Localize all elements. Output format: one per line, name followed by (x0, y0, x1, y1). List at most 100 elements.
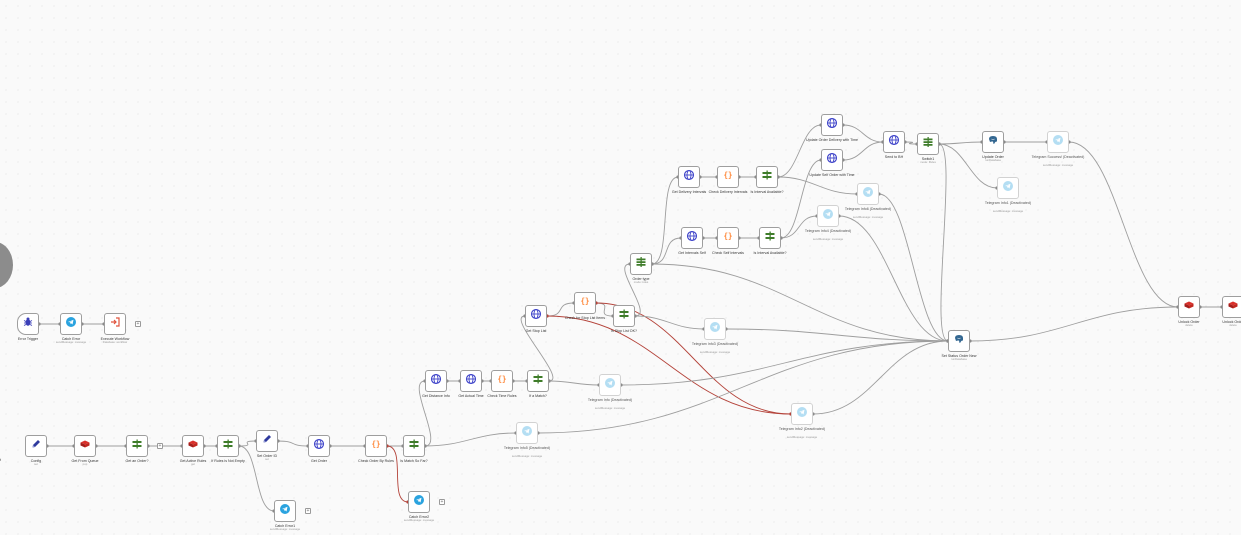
http-icon (430, 372, 442, 390)
connection-line (548, 380, 600, 386)
node-label: Telegram Info2 (Deactivated) (778, 427, 826, 431)
node-subtitle: sendMessage: message (992, 208, 1024, 213)
node-label: Unlock Order (1178, 320, 1200, 324)
http-icon (530, 307, 542, 325)
node-label: Telegram Info4 (Deactivated) (804, 229, 852, 233)
switch-node-button[interactable] (917, 133, 939, 155)
switch-node-button[interactable] (630, 253, 652, 275)
connection-line (277, 440, 309, 447)
if-node-button[interactable] (217, 435, 239, 457)
node-subtitle: sendMessage: message (699, 349, 731, 354)
telegram-icon (521, 424, 533, 442)
if-node-button[interactable] (759, 227, 781, 249)
db-node-button[interactable] (982, 131, 1004, 153)
http-icon (826, 116, 838, 134)
node-subtitle: sendMessage: message (403, 518, 435, 523)
svg-text:{}: {} (371, 440, 380, 449)
bug-node-button[interactable] (17, 313, 39, 335)
node-label: Catch Error1 (274, 524, 296, 528)
node-label: Check Order By Rules (358, 459, 394, 463)
node-label: Send to BH (884, 155, 904, 159)
telegram-node-button[interactable] (791, 403, 813, 425)
code-node-button[interactable]: {} (574, 292, 596, 314)
http-node-button[interactable] (425, 370, 447, 392)
http-node-button[interactable] (821, 114, 843, 136)
code-node-button[interactable]: {} (717, 166, 739, 188)
telegram-node-button[interactable] (408, 491, 430, 513)
code-node-button[interactable]: {} (491, 370, 513, 392)
http-node-button[interactable] (883, 131, 905, 153)
db-icon (953, 332, 965, 350)
telegram-node-button[interactable] (1047, 131, 1069, 153)
telegram-node-button[interactable] (817, 205, 839, 227)
node-label: If Rules is Not Empty (211, 459, 245, 463)
connection-line (595, 302, 614, 317)
connection-line (238, 440, 257, 447)
http-node-button[interactable] (821, 149, 843, 171)
node-label: Get From Queue (71, 459, 99, 463)
http-node-button[interactable] (308, 435, 330, 457)
node-label: Get Actual Time (458, 394, 484, 398)
http-node-button[interactable] (678, 166, 700, 188)
if-node-button[interactable] (613, 305, 635, 327)
if-icon (618, 307, 630, 325)
node-label: Switch1 (921, 157, 935, 161)
http-node-button[interactable] (681, 227, 703, 249)
if-node-button[interactable] (527, 370, 549, 392)
add-node-plus-icon[interactable]: + (439, 499, 445, 505)
code-node-button[interactable]: {} (365, 435, 387, 457)
connection-line (424, 432, 517, 447)
node-label: Config (30, 459, 42, 463)
add-node-plus-icon[interactable]: + (135, 321, 141, 327)
if-node-button[interactable] (756, 166, 778, 188)
node-subtitle: delete (1185, 323, 1193, 328)
db-node-button[interactable] (948, 330, 970, 352)
redis-node-button[interactable] (74, 435, 96, 457)
telegram-node-button[interactable] (274, 500, 296, 522)
execute-node-button[interactable] (104, 313, 126, 335)
node-label: Unlock Order (1222, 320, 1241, 324)
http-node-button[interactable] (525, 305, 547, 327)
code-icon: {} (496, 372, 508, 390)
if-node-button[interactable] (126, 435, 148, 457)
connection-line (780, 159, 822, 239)
telegram-node-button[interactable] (704, 318, 726, 340)
edit-node-button[interactable] (256, 430, 278, 452)
telegram-icon (604, 376, 616, 394)
switch-icon (922, 135, 934, 153)
db-icon (987, 133, 999, 151)
telegram-node-button[interactable] (997, 177, 1019, 199)
node-label: Telegram Info3 (Deactivated) (691, 342, 739, 346)
redis-node-button[interactable] (182, 435, 204, 457)
telegram-icon (796, 405, 808, 423)
http-icon (826, 151, 838, 169)
edit-node-button[interactable] (25, 435, 47, 457)
node-subtitle: sendMessage: message (812, 236, 844, 241)
code-icon: {} (722, 229, 734, 247)
if-icon (761, 168, 773, 186)
connection-line (938, 143, 949, 342)
node-label: Is Interval Available? (750, 190, 784, 194)
node-label: Error Trigger (17, 337, 39, 341)
add-node-plus-icon[interactable]: + (305, 508, 311, 514)
http-node-button[interactable] (460, 370, 482, 392)
cut-off-node-label: t (0, 458, 1, 462)
add-node-plus-icon[interactable]: + (157, 443, 163, 449)
node-label: Telegram Info (Deactivated) (587, 398, 633, 402)
telegram-node-button[interactable] (857, 183, 879, 205)
telegram-node-button[interactable] (60, 313, 82, 335)
node-label: Execute Workflow (100, 337, 130, 341)
code-node-button[interactable]: {} (717, 227, 739, 249)
connection-line (777, 124, 822, 178)
telegram-node-button[interactable] (599, 374, 621, 396)
redis-icon (1183, 298, 1195, 316)
telegram-icon (1052, 133, 1064, 151)
redis-node-button[interactable] (1222, 296, 1241, 318)
if-icon (764, 229, 776, 247)
canvas-side-handle[interactable] (0, 242, 13, 288)
if-node-button[interactable] (403, 435, 425, 457)
code-icon: {} (579, 294, 591, 312)
telegram-node-button[interactable] (516, 422, 538, 444)
redis-node-button[interactable] (1178, 296, 1200, 318)
